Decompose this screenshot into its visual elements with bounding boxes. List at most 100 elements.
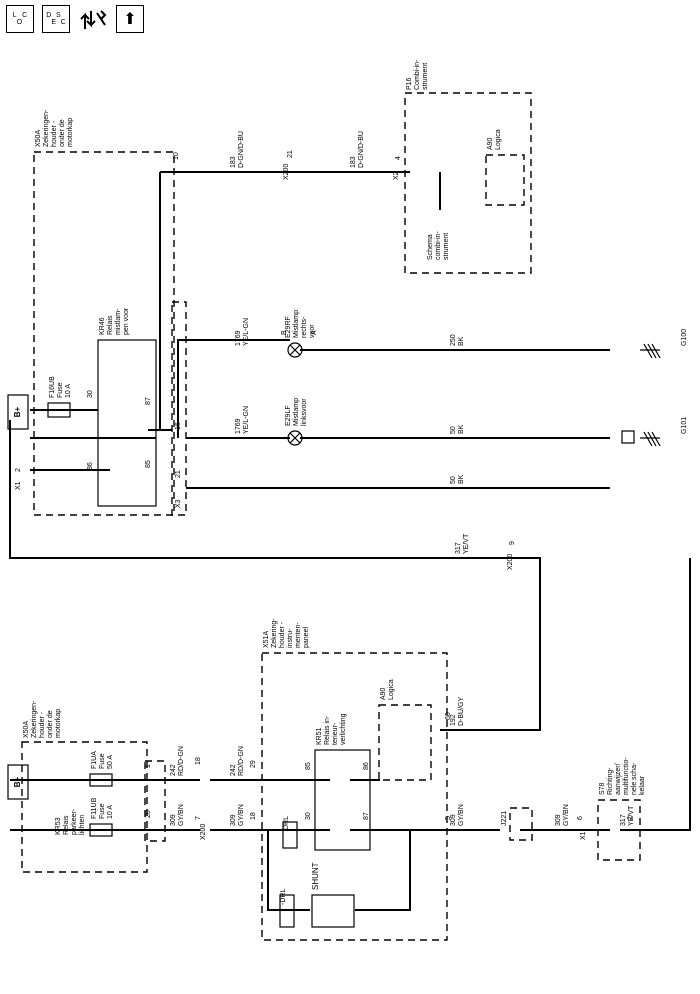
wires-w250-text-20: 250BK [450,334,465,346]
relay-kr51 [314,749,371,851]
labels-drl-text-35: DRL [283,816,290,830]
pins-p2-text-54: 2 [15,468,22,472]
b-plus-label-bottom: B+ [13,776,22,787]
component-labels: X50AZekeringen-houder -onder demotorkapX… [15,59,688,905]
up-button[interactable]: ⬆ [116,5,144,33]
wires-w183_right-text-17: 183D-GN/D-BU [350,131,365,168]
connector-x3 [171,301,187,516]
pins-p2b-text-66: 2 [627,816,634,820]
wires-w50_a-text-21: 50BK [450,424,465,434]
pins-p4-text-47: 4 [395,156,402,160]
pins-p87-text-49: 87 [145,397,152,405]
b-plus-label-top: B+ [13,406,22,417]
wires-w1769_mid-text-19: 1769YE/L-GN [235,406,250,434]
wires-w309_c-text-29: 309GY/BN [450,804,465,826]
labels-p16-text-3: P16Combi-in-strument [406,59,429,90]
labels-x200-text-40: X200 [200,824,207,840]
loc-c: C [22,11,28,19]
diagnostics-icon [80,10,107,29]
pins-p6-text-65: 6 [577,816,584,820]
labels-j221-text-37: J221 [501,811,508,826]
wires [9,171,691,911]
labels-kr51-text-14: KR51Relais in-terieur-verlichting [316,713,347,745]
labels-shunt-text-34: SHUNT [311,862,320,890]
labels-kr46-text-8: KR46Relaismistlam-pen voor [99,307,130,335]
labels-f11ub-text-12: F11UBFuse10 A [91,797,114,819]
pins-p30-text-48: 30 [87,390,94,398]
fuse-box-x51a [261,652,448,941]
wires-w309_a-text-27: 309GY/BN [170,804,185,826]
wires-w1769_top-text-18: 1769YE/L-GN [235,318,250,346]
wires-w242_a-text-25: 242RD/D-GN [170,746,185,776]
pins-p21-text-46: 21 [287,150,294,158]
labels-kr53-text-13: KR53Relaisparkeer-lichten [55,808,86,835]
ground-g100 [640,343,661,359]
ground-g101 [621,430,661,447]
labels-a90_top-text-4: A90Logica [487,129,502,150]
wires-w309_d-text-30: 309GY/BN [555,804,570,826]
labels-g101-text-33: G101 [681,417,688,434]
fuse-f1ua [89,773,113,787]
pins-p87b-text-70: 87 [363,812,370,820]
connector-b-plus-top: B+ [7,394,29,430]
labels-x1-text-42: X1 [580,831,587,840]
labels-x200-text-38: X200 [283,164,290,180]
pins-p7-text-63: 7 [195,816,202,820]
pins-p10-text-45: 10 [173,152,180,160]
labels-x1-text-41: X1 [15,481,22,490]
wires-w183_left-text-16: 183D-GN/D-BU [230,131,245,168]
pins-p29-text-59: 29 [250,760,257,768]
wires-w309_b-text-28: 309GY/BN [230,804,245,826]
labels-a90_mid-text-5: A90Logica [380,679,395,700]
wires-w50_b-text-22: 50BK [450,474,465,484]
labels-x200-text-39: X200 [507,554,514,570]
relay-box-kr46 [97,339,157,507]
labels-f1ua-text-11: F1UAFuse50 A [91,751,114,769]
labels-neg_drl-text-36: -DRL [280,889,287,905]
lamp-e29lf [287,430,303,446]
fuse-f16ub [47,402,71,418]
labels-x3-text-44: X3 [175,499,182,508]
labels-g100-text-32: G100 [681,329,688,346]
pins-p85-text-51: 85 [145,460,152,468]
desc-c: C [60,18,66,26]
diagnostics-button[interactable] [78,5,108,33]
pins-p16-text-52: 16 [175,422,182,430]
labels-x2-text-43: X2 [393,171,400,180]
labels-x50a_bottom-text-1: X50AZekeringen-houder -onder demotorkap [23,700,62,738]
pins-p85b-text-67: 85 [305,762,312,770]
pins-p60-text-64: 60 [445,712,452,720]
shunt-block [311,894,355,928]
labels-schema-text-6: Schemacombi-in-strument [427,231,450,260]
fuse-f11ub [89,823,113,837]
labels-f16ub-text-7: F16UBFuse10 A [49,376,72,398]
wires-w192-text-31: 192D-BU/GY [450,697,465,727]
pins-p1-text-61: 1 [145,764,152,768]
desc-d: D [46,11,52,19]
fuse-box-x50a-bottom [21,741,166,873]
pins-p30b-text-69: 30 [305,812,312,820]
lamp-e29rf [287,342,303,358]
up-arrow-icon: ⬆ [123,11,137,28]
loc-l: L [12,11,17,19]
pins-p21b-text-53: 21 [175,470,182,478]
pins-p18b-text-71: 18 [250,812,257,820]
drl-box [279,821,298,928]
labels-e29rf-text-9: E29RFMistlamprechts-voor [285,310,316,338]
wires-w317_bottom-text-24: 317YE/VT [620,805,635,826]
pins-p18-text-58: 18 [195,757,202,765]
desc-s: S [56,11,61,19]
labels-e29lf-text-10: E29LFMistlamplinksvoor [285,398,308,426]
labels-x50a_top-text-0: X50AZekeringen-houder -onder demotorkap [35,109,74,147]
pins-p9-text-55: 9 [509,541,516,545]
wires-w317_top-text-23: 317YE/VT [455,533,470,554]
desc-e: E [51,18,56,26]
pins-p20-text-62: 20 [145,810,152,818]
module-p16 [404,92,532,274]
labels-x51a-text-2: X51AZekering-houder -instru-menten-panee… [263,618,310,648]
pins-p5-text-60: 5 [445,816,452,820]
